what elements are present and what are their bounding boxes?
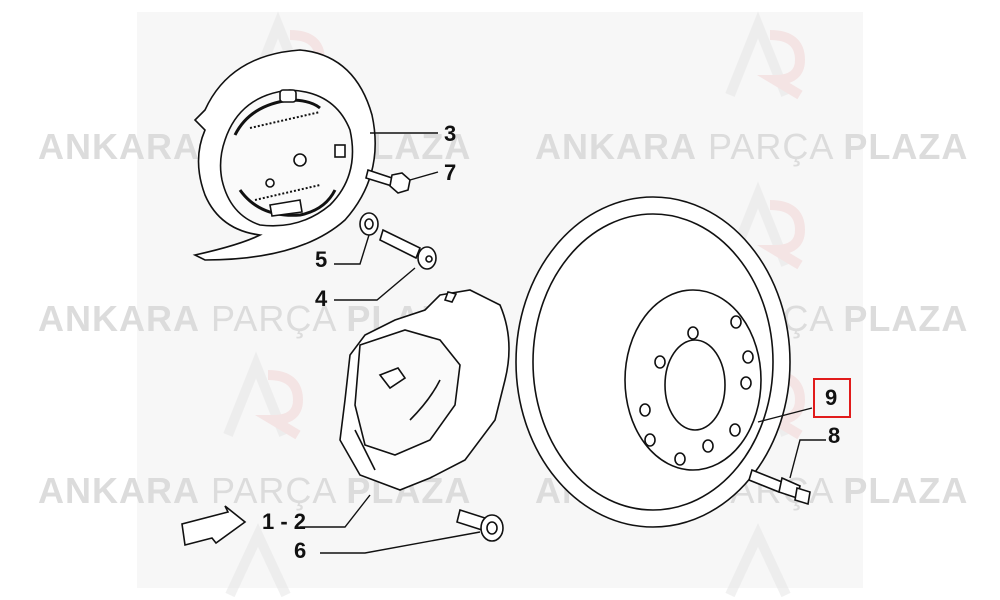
brake-backing-plate-icon — [192, 49, 376, 261]
callout-1-2: 1 - 2 — [262, 509, 307, 534]
leader-lines — [300, 132, 826, 554]
bolt-icon — [748, 468, 811, 506]
callout-7: 7 — [444, 160, 457, 185]
watermark-text: ANKARA PARÇA PLAZA — [535, 126, 969, 167]
bolt-icon — [456, 508, 504, 542]
bolt-icon — [379, 228, 437, 270]
callout-5: 5 — [315, 247, 328, 272]
highlight-box — [813, 378, 851, 418]
bolt-icon — [365, 168, 411, 194]
direction-arrow-icon — [181, 505, 247, 546]
brake-caliper-icon — [339, 289, 510, 491]
washer-icon — [359, 212, 379, 236]
brake-disc-icon — [515, 196, 791, 528]
callout-3: 3 — [444, 121, 457, 146]
callout-4: 4 — [315, 286, 328, 311]
callout-9: 9 — [825, 385, 838, 410]
callout-6: 6 — [294, 538, 307, 563]
callout-8: 8 — [828, 423, 841, 448]
